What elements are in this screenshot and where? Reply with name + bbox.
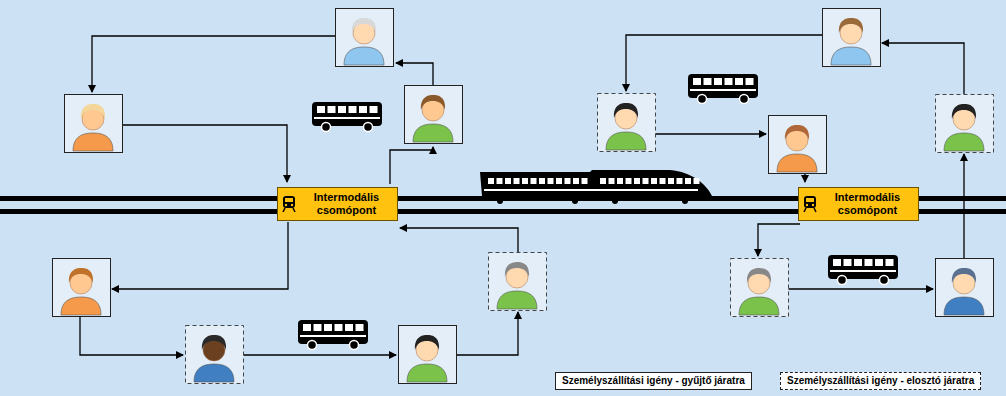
hub-label: Intermodális csomópont — [300, 191, 393, 217]
passenger-icon — [936, 95, 994, 153]
passenger-icon — [336, 9, 394, 67]
passenger-icon — [53, 259, 111, 317]
passenger-icon — [65, 95, 123, 153]
legend-text: Személyszállítási igény - gyűjtő járatra — [562, 375, 745, 386]
passenger-icon — [186, 326, 244, 384]
legend-text: Személyszállítási igény - elosztó járatr… — [787, 375, 974, 386]
bus-icon — [828, 255, 898, 285]
passenger-icon — [399, 326, 457, 384]
passenger-icon — [769, 116, 827, 174]
bus-icon — [312, 102, 382, 132]
passenger-icon — [489, 253, 547, 311]
hub-label: Intermodális csomópont — [821, 191, 914, 217]
bus-icon — [298, 320, 368, 350]
legend-entry: Személyszállítási igény - gyűjtő járatra — [555, 372, 752, 390]
bus-icon — [688, 74, 758, 104]
passenger-icon — [823, 9, 881, 67]
hub-box: Intermodális csomópont — [798, 187, 919, 221]
train-symbol — [802, 195, 818, 213]
passenger-icon — [731, 259, 789, 317]
train-symbol — [281, 195, 297, 213]
train — [480, 170, 712, 204]
hub-box: Intermodális csomópont — [277, 187, 398, 221]
passenger-icon — [936, 259, 994, 317]
passenger-icon — [405, 86, 463, 144]
route-arrows — [80, 35, 964, 355]
passenger-icon — [598, 94, 656, 152]
legend-entry: Személyszállítási igény - elosztó járatr… — [780, 372, 981, 390]
